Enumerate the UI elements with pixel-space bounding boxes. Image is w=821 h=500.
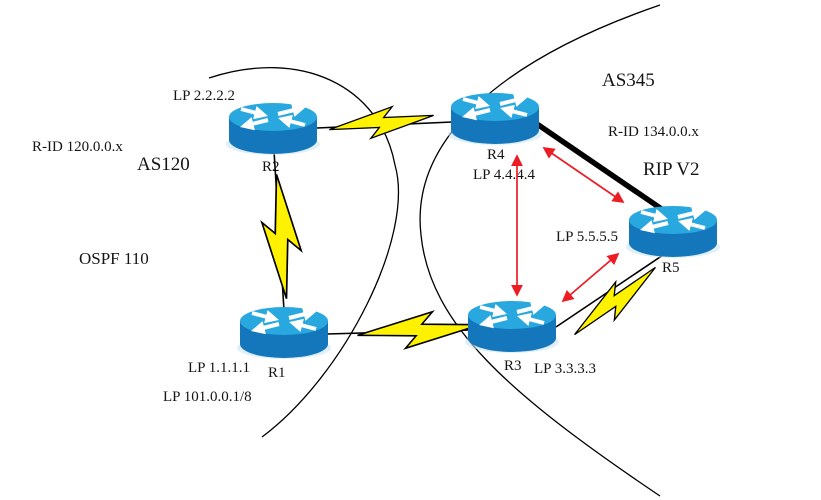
label-lp-r3: LP 3.3.3.3 (534, 361, 596, 377)
label-r5: R5 (662, 260, 680, 276)
label-lp-r1: LP 1.1.1.1 (188, 360, 250, 376)
label-lp-r5: LP 5.5.5.5 (556, 229, 618, 245)
label-lp-r2: LP 2.2.2.2 (173, 88, 235, 104)
label-r2: R2 (262, 159, 280, 175)
label-as345: AS345 (602, 70, 655, 91)
label-r1: R1 (268, 365, 286, 381)
label-lp-r4: LP 4.4.4.4 (473, 167, 535, 183)
label-rid-as345: R-ID 134.0.0.x (608, 124, 699, 140)
label-r4: R4 (487, 147, 505, 163)
label-ospf: OSPF 110 (79, 249, 149, 268)
label-as120: AS120 (137, 154, 190, 175)
label-rid-as120: R-ID 120.0.0.x (32, 139, 123, 155)
label-rip: RIP V2 (643, 159, 700, 180)
label-lp101-r1: LP 101.0.0.1/8 (163, 389, 252, 405)
label-r3: R3 (504, 358, 522, 374)
